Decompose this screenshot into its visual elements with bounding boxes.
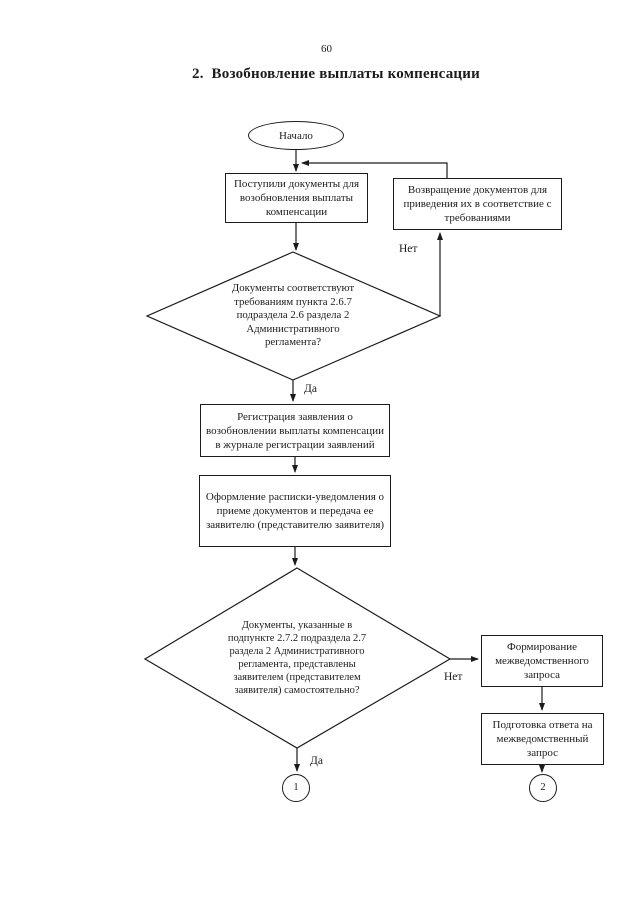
label-yes-2: Да (310, 755, 323, 767)
connector-2-circle: 2 (529, 774, 557, 802)
arrow-return-to-mainline (301, 160, 448, 178)
label-yes-1: Да (304, 383, 317, 395)
page-title: 2. Возобновление выплаты компенсации (192, 66, 480, 82)
register-application-box: Регистрация заявления о возобновлении вы… (200, 404, 390, 457)
prepare-answer-box: Подготовка ответа на межведомственный за… (481, 713, 604, 765)
connector-lines (143, 150, 545, 773)
form-request-box: Формирование межведомственного запроса (481, 635, 603, 687)
decision-2-diamond-shape (143, 567, 452, 749)
connector-1-circle: 1 (282, 774, 310, 802)
decision-1-diamond-shape (145, 251, 442, 381)
label-no-2: Нет (444, 671, 463, 683)
decision-2-text: Документы, указанные в подпункте 2.7.2 п… (227, 620, 367, 696)
start-terminator: Начало (248, 121, 344, 150)
issue-receipt-box: Оформление расписки-уведомления о приеме… (199, 475, 391, 547)
label-no-1: Нет (399, 243, 418, 255)
receive-docs-box: Поступили документы для возобновления вы… (225, 173, 368, 223)
decision-1-text: Документы соответствуют требованиям пунк… (231, 282, 355, 349)
page-number: 60 (321, 43, 332, 55)
return-docs-box: Возвращение документов для приведения их… (393, 178, 562, 230)
